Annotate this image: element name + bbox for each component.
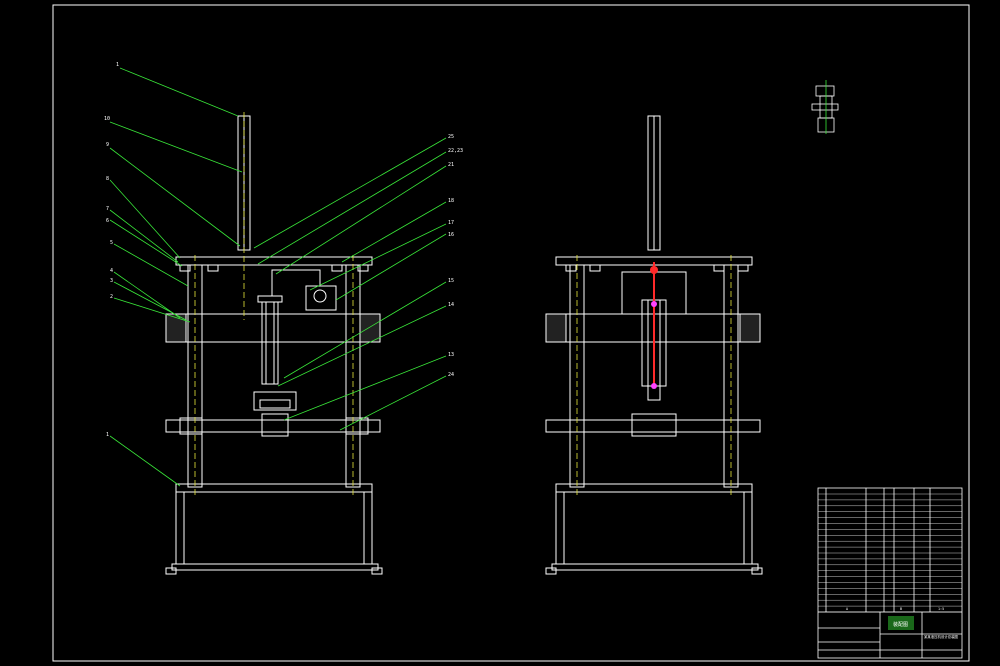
label-24: 24	[448, 372, 454, 378]
drawing-border	[52, 4, 970, 662]
side-accent	[650, 262, 658, 389]
label-front-1b: 1	[106, 432, 109, 438]
title-block	[817, 487, 963, 659]
side-leaders	[253, 137, 447, 431]
title-drawing-name: 某某液压机设计总装图	[924, 634, 959, 639]
label-15: 15	[448, 278, 454, 284]
label-25: 25	[448, 134, 454, 140]
label-front-4: 4	[110, 268, 113, 274]
label-21: 21	[448, 162, 454, 168]
front-leaders	[109, 67, 243, 487]
front-view-labels: 1 10 9 8 7 6 5 4 3 2 1	[104, 62, 119, 438]
title-small-b: B	[900, 607, 902, 611]
title-main: 装配图	[893, 621, 908, 628]
label-16: 16	[448, 232, 454, 238]
label-18: 18	[448, 198, 454, 204]
label-front-7: 7	[106, 206, 109, 212]
label-front-2: 2	[110, 294, 113, 300]
title-scale: 1:5	[938, 607, 944, 611]
label-17: 17	[448, 220, 454, 226]
label-front-8: 8	[106, 176, 109, 182]
label-22-23: 22,23	[448, 148, 463, 154]
label-front-5: 5	[110, 240, 113, 246]
label-14: 14	[448, 302, 454, 308]
label-front-3: 3	[110, 278, 113, 284]
thumbnail-view	[811, 80, 839, 134]
side-view-labels: 25 22,23 21 18 17 16 15 14 13 24	[448, 134, 463, 378]
label-front-6: 6	[106, 218, 109, 224]
parts-list-rows	[818, 493, 962, 613]
front-view	[165, 115, 383, 575]
title-small-a: A	[846, 607, 848, 611]
label-13: 13	[448, 352, 454, 358]
label-front-1: 1	[116, 62, 119, 68]
title-highlight	[888, 616, 914, 630]
side-centerlines	[576, 255, 732, 495]
front-centerlines	[194, 112, 354, 495]
label-front-9: 9	[106, 142, 109, 148]
label-front-10: 10	[104, 116, 110, 122]
